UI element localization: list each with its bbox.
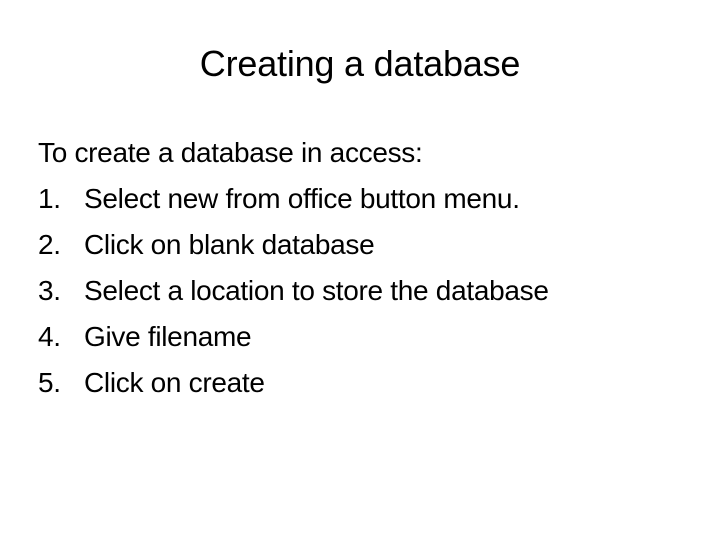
list-item-text: Click on create (84, 367, 265, 398)
intro-line: To create a database in access: (38, 137, 423, 168)
slide-body: To create a database in access: 1. Selec… (38, 130, 688, 406)
list-item: 2. Click on blank database (38, 222, 688, 268)
list-item-marker: 1. (38, 183, 61, 214)
list-item-text: Select new from office button menu. (84, 183, 520, 214)
list-item-text: Give filename (84, 321, 252, 352)
list-item: 1. Select new from office button menu. (38, 176, 688, 222)
list-item-marker: 2. (38, 229, 61, 260)
steps-list: 1. Select new from office button menu. 2… (38, 176, 688, 406)
list-item: 5. Click on create (38, 360, 688, 406)
list-item-marker: 4. (38, 321, 61, 352)
list-item: 4. Give filename (38, 314, 688, 360)
list-item-marker: 3. (38, 275, 61, 306)
slide-title: Creating a database (199, 43, 521, 84)
list-item-text: Click on blank database (84, 229, 375, 260)
list-item: 3. Select a location to store the databa… (38, 268, 688, 314)
list-item-marker: 5. (38, 367, 61, 398)
list-item-text: Select a location to store the database (84, 275, 549, 306)
